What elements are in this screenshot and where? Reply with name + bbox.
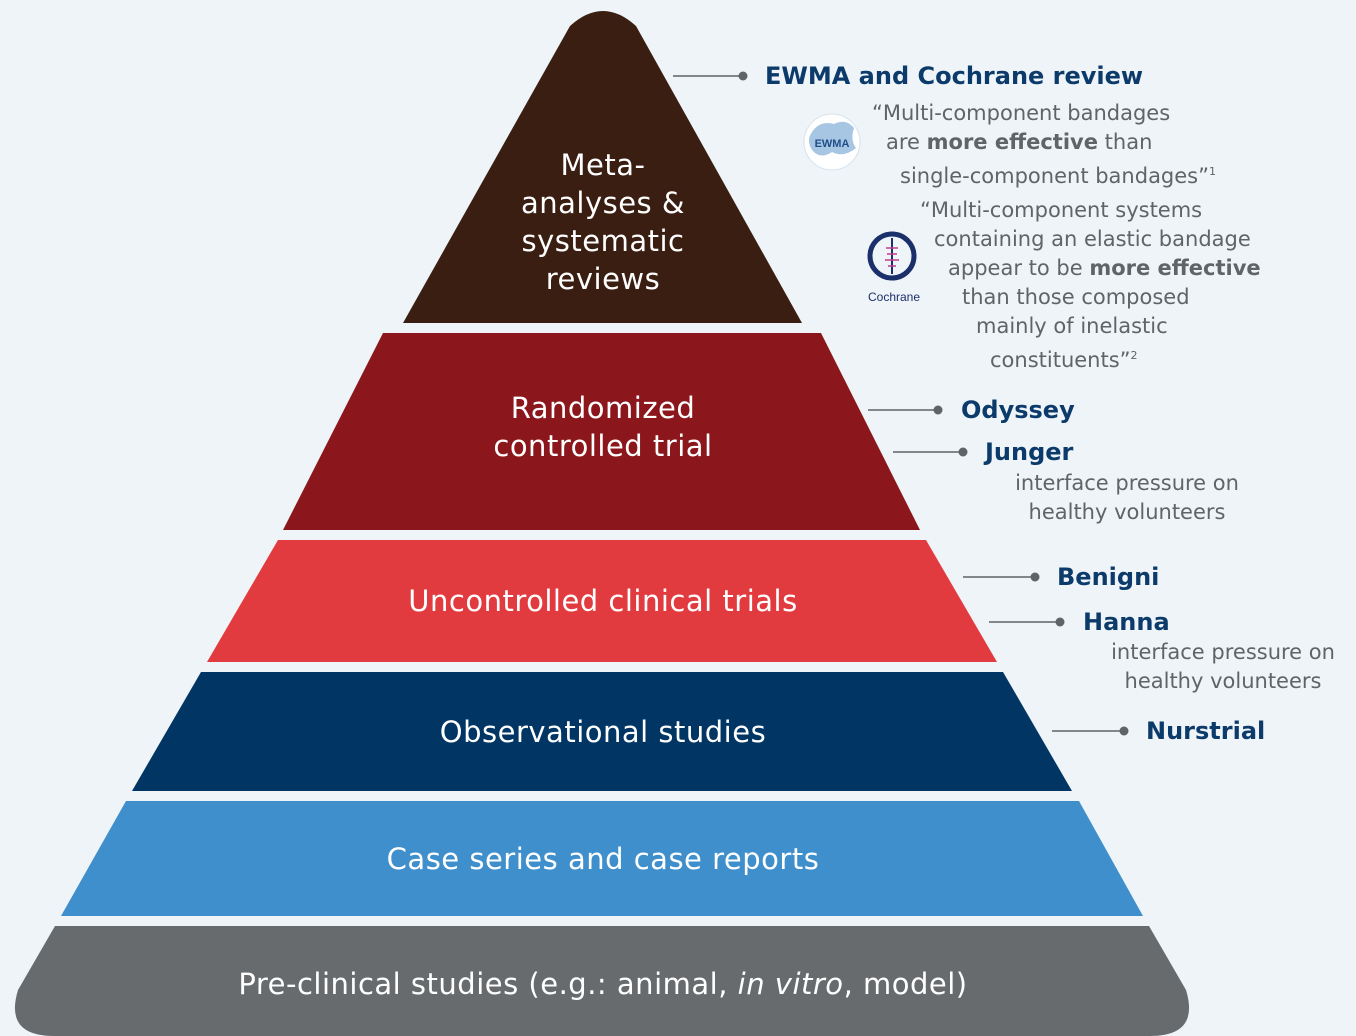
- tier-meta-analyses: [403, 11, 802, 323]
- annotation-odyssey: Odyssey: [961, 396, 1075, 424]
- note-line: healthy volunteers: [1028, 500, 1226, 524]
- tier-label-observational: Observational studies: [303, 713, 903, 751]
- quote-line: mainly of inelastic: [976, 314, 1168, 338]
- annotation-hanna-note: interface pressure on healthy volunteers: [1096, 638, 1350, 696]
- quote-line: than those composed: [962, 285, 1190, 309]
- tier-label-line: Meta-: [560, 148, 646, 182]
- tier-label-part: , model): [843, 967, 968, 1001]
- tier-label-uncontrolled: Uncontrolled clinical trials: [303, 582, 903, 620]
- quote-line: “Multi-component bandages: [872, 101, 1171, 125]
- quote-line: “Multi-component systems: [920, 198, 1203, 222]
- quote-line: single-component bandages”1: [900, 164, 1217, 188]
- connector-benigni-dot: [1030, 572, 1040, 582]
- ewma-logo-text: EWMA: [815, 138, 850, 150]
- annotation-ewma-cochrane-title: EWMA and Cochrane review: [765, 62, 1144, 90]
- tier-label-line: Observational studies: [439, 715, 767, 749]
- tier-label-part: Pre-clinical studies (e.g.: animal,: [238, 967, 738, 1001]
- tier-label-line: Uncontrolled clinical trials: [408, 584, 798, 618]
- tier-label-line: Case series and case reports: [386, 842, 820, 876]
- tier-observational-studies: [132, 672, 1072, 791]
- annotation-junger-note: interface pressure on healthy volunteers: [1000, 469, 1254, 527]
- connector-odyssey-dot: [933, 405, 943, 415]
- tier-label-line: Randomized: [510, 391, 696, 425]
- note-line: interface pressure on: [1111, 640, 1335, 664]
- cochrane-logo-text: Cochrane: [868, 290, 920, 304]
- tier-label-pre-clinical: Pre-clinical studies (e.g.: animal, in v…: [153, 965, 1053, 1003]
- tier-label-line: systematic: [521, 224, 685, 258]
- tier-label-case-series: Case series and case reports: [253, 840, 953, 878]
- tier-case-series: [61, 801, 1143, 916]
- connector-ewma-dot: [738, 71, 748, 81]
- tier-label-randomized: Randomized controlled trial: [403, 389, 803, 465]
- tier-label-meta-analyses: Meta- analyses & systematic reviews: [473, 146, 733, 298]
- annotation-nurstrial: Nurstrial: [1146, 717, 1266, 745]
- quote-line: containing an elastic bandage: [934, 227, 1251, 251]
- quote-line: constituents”2: [990, 348, 1138, 372]
- annotation-benigni: Benigni: [1057, 563, 1160, 591]
- note-line: healthy volunteers: [1124, 669, 1322, 693]
- tier-label-italic: in vitro: [737, 967, 844, 1001]
- connector-hanna-dot: [1055, 617, 1065, 627]
- tier-label-line: analyses &: [520, 186, 686, 220]
- tier-pre-clinical: [14, 926, 1190, 1036]
- annotation-hanna: Hanna: [1083, 608, 1170, 636]
- annotation-junger: Junger: [985, 438, 1074, 466]
- cochrane-logo: Cochrane: [867, 231, 920, 304]
- note-line: interface pressure on: [1015, 471, 1239, 495]
- tier-uncontrolled-clinical-trials: [207, 540, 997, 662]
- cochrane-quote: “Multi-component systems containing an e…: [920, 196, 1261, 375]
- tier-randomized-controlled-trial: [283, 333, 920, 530]
- connector-junger-dot: [958, 447, 968, 457]
- tier-label-line: reviews: [545, 262, 661, 296]
- tier-label-line: controlled trial: [493, 429, 713, 463]
- ewma-logo: EWMA: [803, 113, 861, 171]
- ewma-quote: “Multi-component bandages are more effec…: [872, 99, 1216, 191]
- quote-line: are more effective than: [886, 130, 1153, 154]
- quote-line: appear to be more effective: [948, 256, 1261, 280]
- connector-nurstrial-dot: [1119, 726, 1129, 736]
